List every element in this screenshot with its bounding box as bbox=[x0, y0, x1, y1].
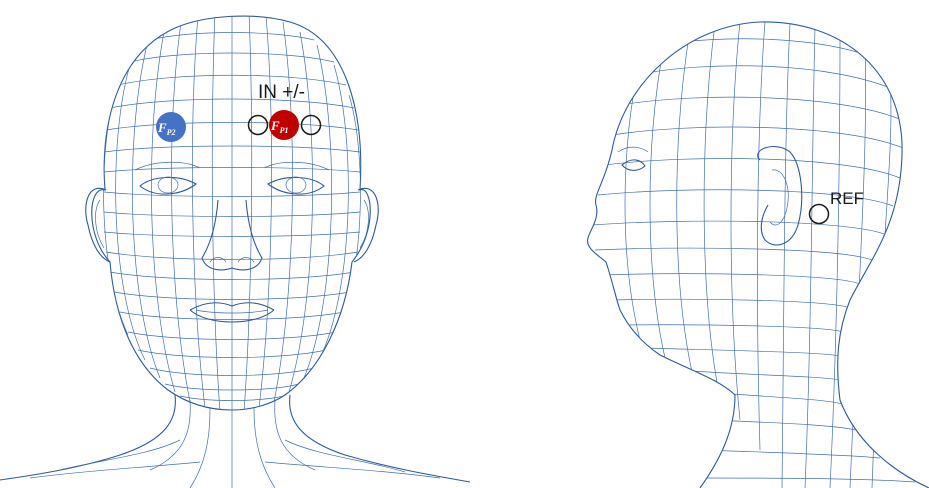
front-head-view bbox=[0, 10, 470, 488]
reference-label: REF bbox=[830, 189, 864, 208]
side-head-outline bbox=[588, 22, 929, 488]
side-mesh-grid bbox=[592, 22, 915, 488]
front-neck-shoulders bbox=[0, 395, 470, 488]
side-ear bbox=[758, 147, 802, 245]
electrode-reference bbox=[810, 205, 829, 224]
side-eye bbox=[618, 147, 648, 170]
electrode-fp1: FP1 bbox=[269, 110, 299, 140]
electrode-fp2: FP2 bbox=[156, 112, 186, 142]
side-head-view bbox=[588, 22, 929, 488]
front-mesh-grid bbox=[104, 10, 361, 412]
input-pair-label: IN +/- bbox=[258, 82, 305, 103]
